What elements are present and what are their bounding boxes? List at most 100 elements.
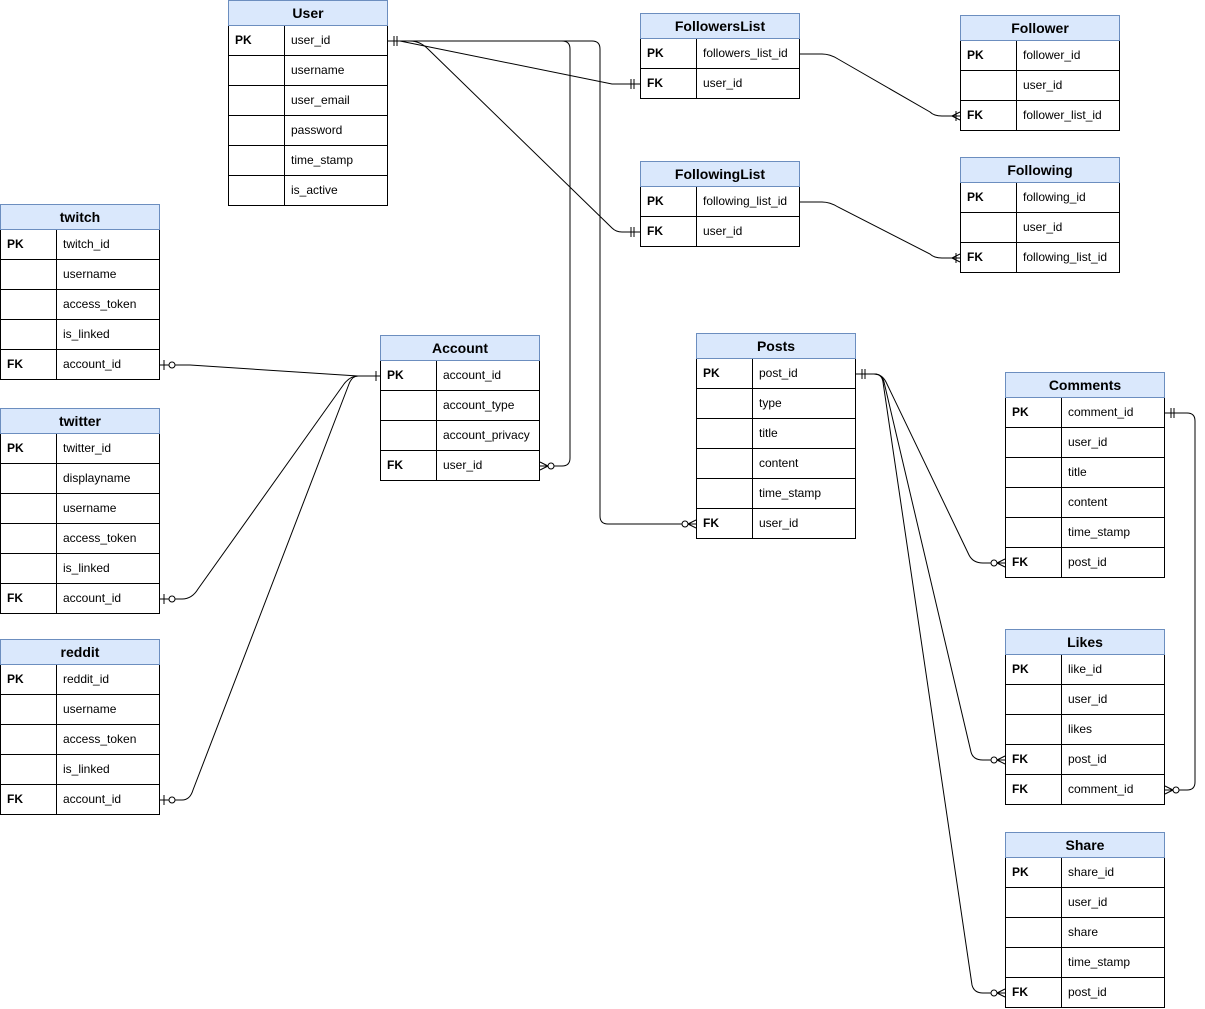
entity-row[interactable]: username — [228, 56, 388, 86]
entity-row[interactable]: access_token — [0, 290, 160, 320]
field-name: title — [1068, 465, 1087, 479]
relationship-account-to-twitter-line — [160, 375, 380, 600]
zero-circle-mark — [681, 520, 689, 528]
entity-row[interactable]: content — [696, 449, 856, 479]
entity-row[interactable]: account_type — [380, 391, 540, 421]
entity-row[interactable]: is_linked — [0, 755, 160, 785]
field-name: user_id — [1023, 78, 1063, 92]
entity-row[interactable]: account_privacy — [380, 421, 540, 451]
key-cell: PK — [1, 434, 57, 463]
entity-row[interactable]: time_stamp — [228, 146, 388, 176]
relationship-posts-to-share-one-mandatory-marker — [861, 369, 866, 379]
entity-row[interactable]: time_stamp — [696, 479, 856, 509]
entity-row[interactable]: PK twitter_id — [0, 434, 160, 464]
entity-row[interactable]: username — [0, 260, 160, 290]
entity-row[interactable]: user_id — [960, 71, 1120, 101]
entity-row[interactable]: time_stamp — [1005, 518, 1165, 548]
entity-row[interactable]: is_linked — [0, 320, 160, 350]
relationship-following-list-to-following-one-or-many-marker — [951, 253, 961, 263]
relationship-posts-to-share — [856, 369, 1006, 998]
entity-row[interactable]: content — [1005, 488, 1165, 518]
entity-row[interactable]: access_token — [0, 725, 160, 755]
field-name: twitter_id — [63, 441, 112, 455]
zero-circle-mark — [547, 462, 555, 470]
entity-row[interactable]: type — [696, 389, 856, 419]
entity-row[interactable]: user_id — [1005, 888, 1165, 918]
field-name: is_active — [291, 183, 338, 197]
entity-row[interactable]: is_linked — [0, 554, 160, 584]
zero-circle-mark — [990, 756, 998, 764]
entity-row[interactable]: title — [1005, 458, 1165, 488]
entity-row[interactable]: username — [0, 695, 160, 725]
key-cell — [229, 86, 285, 115]
field-name: user_id — [703, 76, 743, 90]
entity-row[interactable]: time_stamp — [1005, 948, 1165, 978]
entity-row[interactable]: user_email — [228, 86, 388, 116]
entity-row[interactable]: password — [228, 116, 388, 146]
entity-row[interactable]: share — [1005, 918, 1165, 948]
field-name: user_id — [703, 224, 743, 238]
key-cell: FK — [1006, 548, 1062, 577]
entity-row[interactable]: access_token — [0, 524, 160, 554]
relationship-user-to-following-list-line — [388, 40, 640, 233]
key-cell: PK — [1, 665, 57, 694]
field-name: content — [759, 456, 799, 470]
entity-row[interactable]: user_id — [960, 213, 1120, 243]
entity-row[interactable]: user_id — [1005, 428, 1165, 458]
key-cell — [1006, 458, 1062, 487]
key-cell — [381, 421, 437, 450]
key-cell: FK — [961, 101, 1017, 130]
entity-row[interactable]: displayname — [0, 464, 160, 494]
field-name: account_id — [443, 368, 502, 382]
entity-row[interactable]: PK account_id — [380, 361, 540, 391]
entity-row[interactable]: title — [696, 419, 856, 449]
key-cell — [1006, 948, 1062, 977]
entity-title: Posts — [696, 333, 856, 359]
key-cell — [1006, 488, 1062, 517]
entity-row[interactable]: user_id — [1005, 685, 1165, 715]
entity-row[interactable]: is_active — [228, 176, 388, 206]
entity-title: Share — [1005, 832, 1165, 858]
entity-row[interactable]: username — [0, 494, 160, 524]
entity-row[interactable]: likes — [1005, 715, 1165, 745]
key-cell: PK — [381, 361, 437, 390]
relationship-user-to-followers-list — [388, 36, 640, 89]
